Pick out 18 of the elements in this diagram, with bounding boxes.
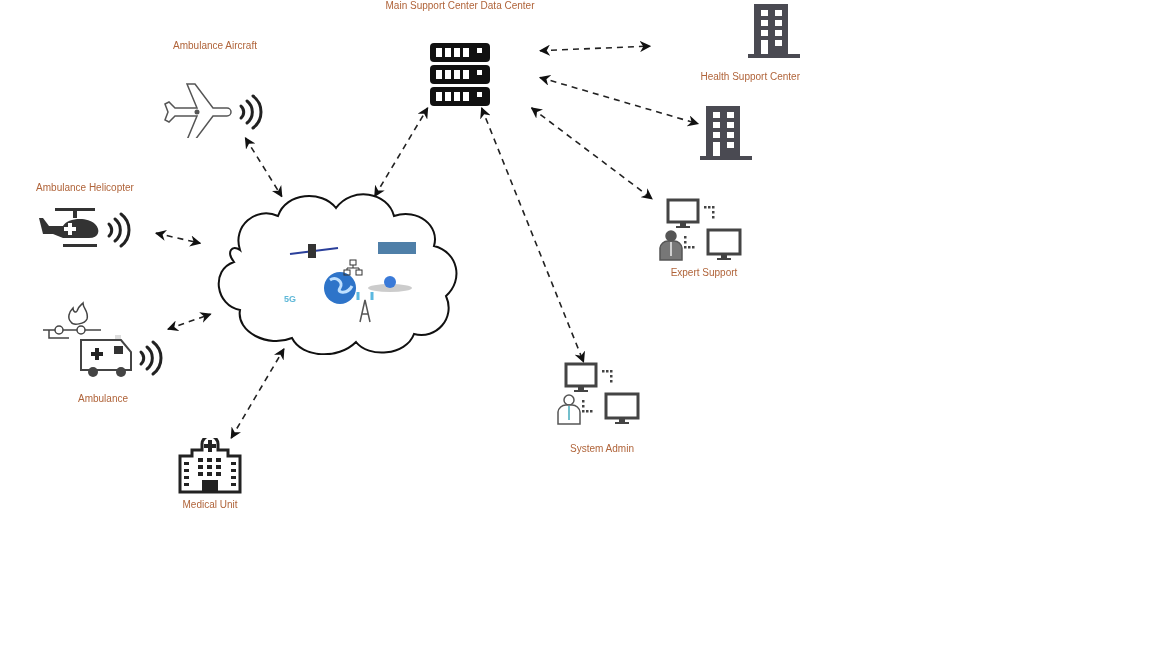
node-label: Ambulance [78,392,128,404]
node-label: Main Support Center Data Center [385,0,535,12]
node-label: System Admin [570,442,634,454]
dashed-arrow [373,107,429,198]
node-label: Medical Unit [182,498,238,510]
dashed-arrow [154,229,202,247]
node-label: Ambulance Helicopter [36,182,134,194]
node-label: Health Support Center [700,70,800,82]
dashed-arrow [538,74,700,127]
network-label: 5G [284,294,296,304]
dashed-arrow [230,347,285,439]
dashed-arrow [244,137,283,198]
dashed-arrow [166,312,212,332]
node-label: Expert Support [670,266,738,278]
dashed-arrow [480,106,585,364]
dashed-arrow [530,107,653,200]
node-label: Ambulance Aircraft [173,40,257,52]
dashed-arrow [538,40,652,56]
